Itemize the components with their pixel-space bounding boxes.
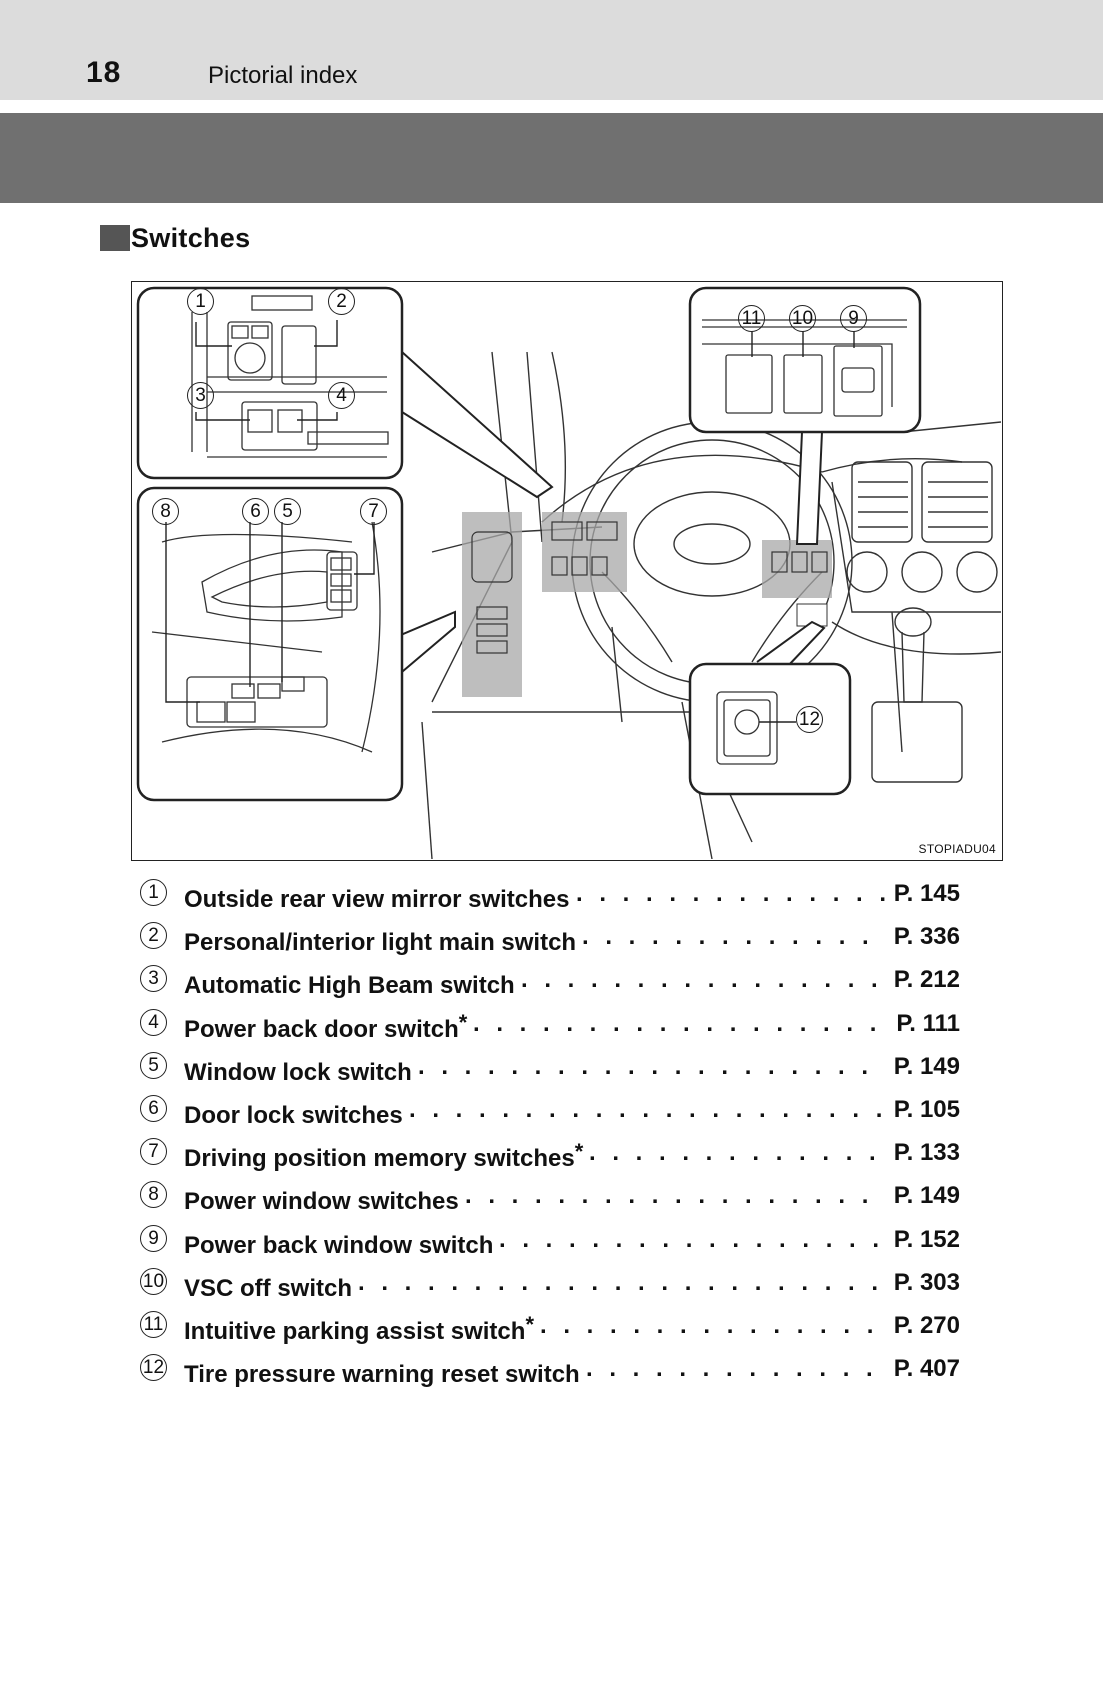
callout-7: 7 <box>360 498 387 525</box>
entry-label: Power window switches <box>184 1188 459 1216</box>
entry-label: Personal/interior light main switch <box>184 929 577 957</box>
section-marker-square <box>100 225 130 251</box>
index-entry: 10 VSC off switch . . . . . . . . . . . .… <box>140 1267 960 1310</box>
leader-dots: . . . . . . . . . . . . . . . . . . . . … <box>521 966 886 994</box>
callout-12: 12 <box>796 706 823 733</box>
entry-label: Outside rear view mirror switches <box>184 886 570 913</box>
entry-number: 6 <box>140 1094 167 1122</box>
entry-number: 8 <box>140 1181 167 1209</box>
entry-label: Window lock switch <box>184 1058 412 1086</box>
entry-number: 11 <box>140 1310 167 1338</box>
entry-label: Tire pressure warning reset switch <box>184 1361 580 1389</box>
page-reference[interactable]: P. 270 <box>893 1311 960 1339</box>
page-reference[interactable]: P. 133 <box>893 1139 960 1167</box>
index-entry: 4 Power back door switch* . . . . . . . .… <box>140 1008 960 1051</box>
index-entry: 7 Driving position memory switches* . . .… <box>140 1137 960 1180</box>
page-reference[interactable]: P. 407 <box>893 1355 960 1383</box>
leader-dots: . . . . . . . . . . . . . . . . . . . . … <box>589 1139 886 1167</box>
callout-9: 9 <box>840 305 867 332</box>
switches-illustration: 1 2 3 4 5 6 7 8 9 10 11 12 STOPIADU04 <box>131 281 1003 861</box>
figure-code: STOPIADU04 <box>918 842 996 856</box>
footnote-asterisk: * <box>525 1311 534 1337</box>
page-number: 18 <box>86 56 122 89</box>
entry-label: Power back door switch* <box>184 1009 468 1043</box>
callout-4: 4 <box>328 382 355 409</box>
entry-label: Door lock switches <box>184 1101 403 1129</box>
leader-dots: . . . . . . . . . . . . . . . . . . . . … <box>576 880 886 907</box>
entry-label: Driving position memory switches* <box>184 1139 584 1173</box>
index-entry: 6 Door lock switches . . . . . . . . . . … <box>140 1094 960 1137</box>
page-reference[interactable]: P. 212 <box>893 966 960 994</box>
callout-11: 11 <box>738 305 765 332</box>
entry-number: 12 <box>140 1354 167 1382</box>
leader-dots: . . . . . . . . . . . . . . . . . . . . … <box>499 1225 886 1253</box>
leader-dots: . . . . . . . . . . . . . . . . . . . . … <box>418 1052 886 1080</box>
leader-dots: . . . . . . . . . . . . . . . . . . . . … <box>473 1009 888 1037</box>
leader-dots: . . . . . . . . . . . . . . . . . . . . … <box>358 1268 886 1296</box>
leader-dots: . . . . . . . . . . . . . . . . . . . . … <box>582 923 886 951</box>
page-reference[interactable]: P. 145 <box>893 880 960 907</box>
footnote-asterisk: * <box>574 1139 584 1165</box>
index-entry: 9 Power back window switch . . . . . . . … <box>140 1224 960 1267</box>
entry-number: 7 <box>140 1138 167 1166</box>
entry-number: 4 <box>140 1008 167 1036</box>
index-entry: 1 Outside rear view mirror switches . . .… <box>140 878 960 921</box>
index-entry: 3 Automatic High Beam switch . . . . . . … <box>140 964 960 1007</box>
callout-8: 8 <box>152 498 179 525</box>
callout-1: 1 <box>187 288 214 315</box>
index-entry: 5 Window lock switch . . . . . . . . . . … <box>140 1051 960 1094</box>
entry-label: Power back window switch <box>184 1231 494 1259</box>
entry-label: Intuitive parking assist switch* <box>184 1311 534 1345</box>
entry-number: 1 <box>140 879 167 906</box>
switch-index-list: 1 Outside rear view mirror switches . . .… <box>140 878 960 1396</box>
page-reference[interactable]: P. 149 <box>893 1052 960 1080</box>
entry-number: 9 <box>140 1224 167 1252</box>
page-reference[interactable]: P. 111 <box>896 1009 960 1037</box>
page-reference[interactable]: P. 336 <box>893 923 960 951</box>
entry-number: 5 <box>140 1051 167 1079</box>
index-entry: 12 Tire pressure warning reset switch . .… <box>140 1353 960 1396</box>
entry-number: 3 <box>140 965 167 993</box>
callout-10: 10 <box>789 305 816 332</box>
callout-6: 6 <box>242 498 269 525</box>
entry-label: Automatic High Beam switch <box>184 972 515 1000</box>
page-reference[interactable]: P. 105 <box>893 1095 960 1123</box>
leader-dots: . . . . . . . . . . . . . . . . . . . . … <box>409 1095 886 1123</box>
page-reference[interactable]: P. 149 <box>893 1182 960 1210</box>
callout-3: 3 <box>187 382 214 409</box>
section-bar <box>0 113 1103 203</box>
footnote-asterisk: * <box>458 1009 468 1035</box>
page-reference[interactable]: P. 303 <box>893 1268 960 1296</box>
page-reference[interactable]: P. 152 <box>893 1225 960 1253</box>
entry-number: 2 <box>140 922 167 950</box>
entry-label: VSC off switch <box>184 1274 353 1302</box>
header-title: Pictorial index <box>208 62 358 89</box>
section-title: Switches <box>131 223 251 253</box>
dashboard-line-drawing <box>136 286 1001 859</box>
header-band <box>0 0 1103 100</box>
leader-dots: . . . . . . . . . . . . . . . . . . . . … <box>586 1355 886 1383</box>
index-entry: 2 Personal/interior light main switch . .… <box>140 921 960 964</box>
callout-2: 2 <box>328 288 355 315</box>
entry-number: 10 <box>140 1267 167 1295</box>
callout-5: 5 <box>274 498 301 525</box>
index-entry: 11 Intuitive parking assist switch* . . .… <box>140 1310 960 1353</box>
leader-dots: . . . . . . . . . . . . . . . . . . . . … <box>540 1311 886 1339</box>
leader-dots: . . . . . . . . . . . . . . . . . . . . … <box>465 1182 886 1210</box>
index-entry: 8 Power window switches . . . . . . . . .… <box>140 1180 960 1223</box>
